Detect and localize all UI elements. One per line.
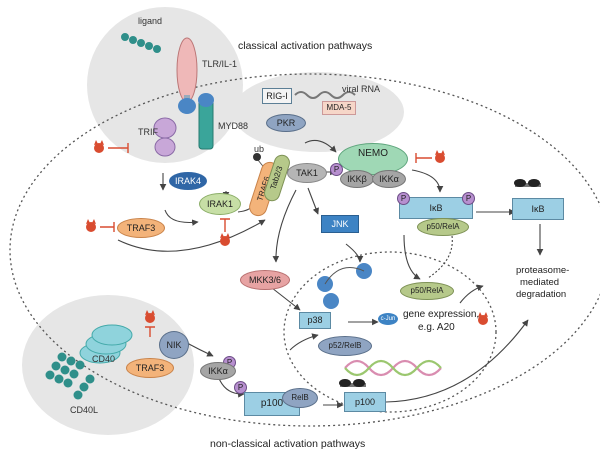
- gene-example-label: e.g. A20: [418, 322, 455, 333]
- pkr-node: PKR: [266, 114, 306, 132]
- nik-node: NIK: [159, 331, 189, 359]
- ub-label: ub: [254, 144, 265, 154]
- tlr-label: TLR/IL-1: [202, 59, 238, 69]
- tlr-receptor-icon: [176, 37, 198, 114]
- tak1-node: TAK1: [287, 163, 327, 183]
- rig1-node: RIG-I: [262, 88, 292, 104]
- ikkb-node: IKKβ: [340, 170, 374, 188]
- trif-label: TRIF: [138, 127, 158, 137]
- cd40-receptor-icon: [79, 324, 133, 364]
- inhibitor-icon: [478, 312, 488, 325]
- p38-node: p38: [299, 312, 331, 329]
- nuclear-complex-icon: [317, 263, 372, 309]
- cd40l-ligand-icon: [45, 352, 95, 400]
- gene-expression-label: gene expression,: [403, 309, 480, 320]
- nucleus: [283, 251, 497, 413]
- ligand-label: ligand: [138, 16, 163, 26]
- mda5-node: MDA-5: [322, 101, 356, 115]
- trif-icon: [153, 117, 177, 157]
- ikb-right-node: IκB: [512, 198, 564, 220]
- inhibitor-icon: [220, 233, 230, 246]
- viral-rna-icon: [294, 91, 356, 99]
- cd40-label: CD40: [92, 354, 116, 364]
- cjun-node: c-Jun: [378, 313, 398, 325]
- ligand-icon: [121, 33, 161, 53]
- p50-rela-cytoplasm-node: p50/RelA: [417, 218, 469, 236]
- inhibitor-icon: [94, 140, 104, 153]
- traf3-bottom-node: TRAF3: [126, 358, 174, 378]
- myd88-icon: [198, 93, 214, 150]
- traf3-top-node: TRAF3: [117, 218, 165, 238]
- phospho-ikb-1: P: [397, 192, 410, 205]
- ikb-ubiquitin-icon: [514, 179, 541, 187]
- inhibition-lines: [100, 143, 432, 337]
- degradation-line1: proteasome-: [516, 265, 570, 276]
- relb-node: RelB: [282, 388, 318, 408]
- cd40l-label: CD40L: [70, 405, 99, 415]
- dna-helix-icon: [344, 359, 442, 377]
- a20-inhibitor-icons: [86, 140, 488, 325]
- inhibitor-icon: [86, 219, 96, 232]
- cd40-region: [22, 295, 194, 435]
- inhibitor-icon: [435, 150, 445, 163]
- mkk36-node: MKK3/6: [240, 270, 290, 290]
- jnk-node: JNK: [321, 215, 359, 233]
- inhibitor-icon: [145, 310, 155, 323]
- degradation-line3: degradation: [516, 289, 567, 300]
- myd88-label: MYD88: [218, 121, 249, 131]
- viral-rna-label: viral RNA: [342, 84, 381, 94]
- p100-degradation-node: p100: [344, 392, 386, 412]
- degradation-line2: mediated: [520, 277, 560, 288]
- cell-membrane: [9, 73, 600, 427]
- p50-rela-nucleus-node: p50/RelA: [400, 282, 454, 300]
- irak1-node: IRAK1: [199, 193, 241, 215]
- classical-pathways-title: classical activation pathways: [238, 40, 373, 52]
- phospho-p100: P: [234, 381, 247, 394]
- phospho-ikb-2: P: [462, 192, 475, 205]
- p100-ubiquitin-icon: [339, 379, 366, 387]
- irak4-node: IRAK4: [169, 172, 207, 190]
- phospho-ikkb: P: [330, 163, 343, 176]
- nemo-node: NEMO: [338, 143, 408, 175]
- non-classical-pathways-title: non-classical activation pathways: [210, 438, 366, 450]
- ikka-bottom-node: IKKα: [200, 362, 236, 380]
- p52-relb-node: p52/RelB: [318, 336, 372, 356]
- ikka-top-node: IKKα: [372, 170, 406, 188]
